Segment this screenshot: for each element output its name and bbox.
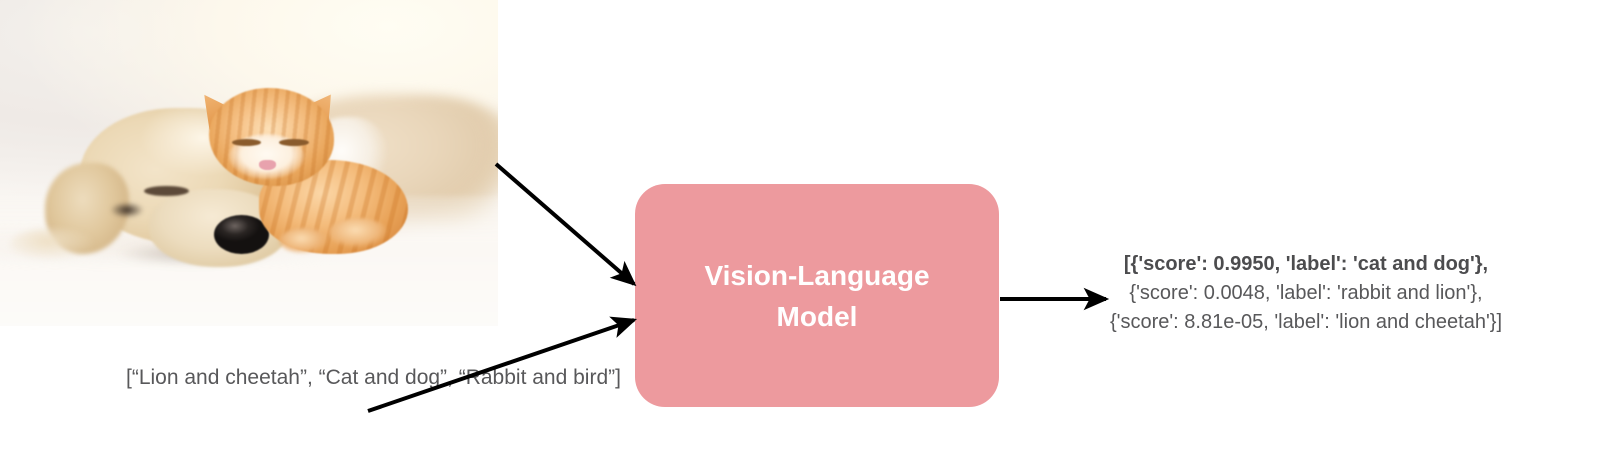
puppy-paw bbox=[9, 228, 95, 261]
photo-background bbox=[0, 0, 498, 326]
prediction-line-2: {'score': 0.0048, 'label': 'rabbit and l… bbox=[1129, 282, 1483, 304]
puppy-eye bbox=[144, 185, 190, 197]
kitten-nose bbox=[258, 159, 276, 170]
prediction-line-3: {'score': 8.81e-05, 'label': 'lion and c… bbox=[1109, 311, 1503, 333]
puppy-eye-shadow bbox=[109, 202, 145, 219]
vision-language-model-box: Vision-Language Model bbox=[635, 184, 999, 407]
kitten-paw-back bbox=[278, 228, 329, 255]
kitten-paw-front bbox=[328, 218, 389, 248]
image-to-model-arrow bbox=[494, 162, 637, 287]
vision-language-model-label: Vision-Language Model bbox=[704, 259, 930, 332]
puppy-and-kitten-photo bbox=[0, 0, 498, 326]
kitten-eye-right bbox=[278, 138, 309, 146]
candidate-labels-text: [“Lion and cheetah”, “Cat and dog”, “Rab… bbox=[126, 366, 621, 389]
model-output-predictions: [{'score': 0.9950, 'label': 'cat and dog… bbox=[1060, 250, 1552, 337]
kitten-eye-left bbox=[231, 138, 262, 146]
prediction-line-1: [{'score': 0.9950, 'label': 'cat and dog… bbox=[1123, 253, 1489, 275]
puppy-nose bbox=[214, 215, 269, 255]
